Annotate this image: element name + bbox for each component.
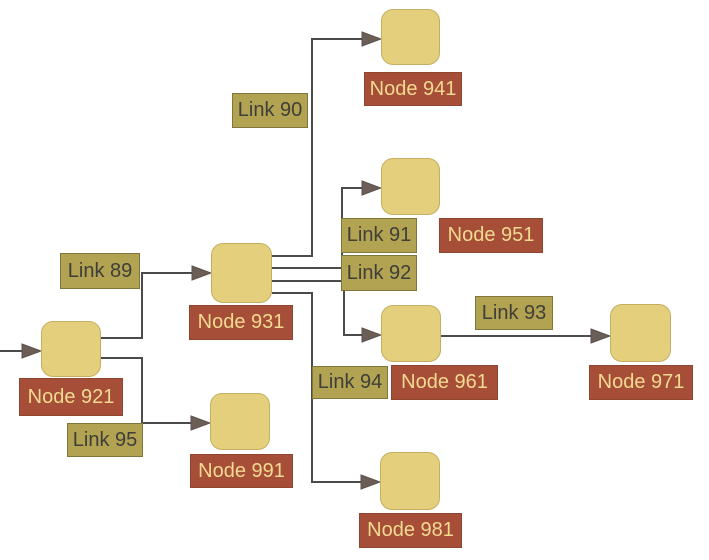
node-981-label[interactable]: Node 981	[359, 513, 462, 548]
node-991-label[interactable]: Node 991	[190, 454, 293, 488]
edge-line-link-95[interactable]	[101, 357, 193, 424]
arrowhead-icon	[191, 265, 213, 281]
link-90-label[interactable]: Link 90	[232, 93, 308, 128]
node-941-label[interactable]: Node 941	[364, 72, 462, 106]
arrowhead-icon	[21, 343, 43, 359]
arrowhead-icon	[190, 415, 212, 431]
node-951[interactable]	[381, 158, 440, 215]
node-981[interactable]	[380, 452, 440, 510]
link-91-label[interactable]: Link 91	[341, 218, 417, 253]
node-961[interactable]	[381, 305, 441, 362]
edge-line-link-92[interactable]	[272, 280, 364, 336]
arrowhead-icon	[361, 327, 383, 343]
node-951-label[interactable]: Node 951	[439, 218, 543, 253]
edge-line-link-89[interactable]	[101, 272, 194, 339]
node-921-label[interactable]: Node 921	[19, 378, 123, 416]
arrowhead-icon	[361, 180, 383, 196]
node-921[interactable]	[41, 321, 101, 377]
node-991[interactable]	[210, 393, 270, 450]
node-971[interactable]	[610, 304, 671, 362]
node-971-label[interactable]: Node 971	[589, 365, 693, 400]
edge-link-89[interactable]	[101, 265, 213, 339]
arrowhead-icon	[360, 474, 382, 490]
edge-link-93[interactable]	[441, 328, 612, 344]
node-941[interactable]	[381, 9, 440, 65]
edge-link-90[interactable]	[272, 31, 383, 257]
node-931-label[interactable]: Node 931	[189, 305, 293, 340]
node-931[interactable]	[211, 243, 272, 303]
edge-line-link-90[interactable]	[272, 38, 364, 257]
edge-link-95[interactable]	[101, 357, 212, 431]
link-94-label[interactable]: Link 94	[312, 366, 388, 399]
link-92-label[interactable]: Link 92	[341, 255, 417, 291]
link-89-label[interactable]: Link 89	[60, 253, 140, 289]
edge-into-node-921[interactable]	[0, 343, 43, 359]
edge-link-92[interactable]	[272, 280, 383, 343]
node-961-label[interactable]: Node 961	[391, 365, 498, 400]
arrowhead-icon	[590, 328, 612, 344]
link-93-label[interactable]: Link 93	[475, 296, 553, 330]
link-95-label[interactable]: Link 95	[67, 423, 143, 457]
arrowhead-icon	[361, 31, 383, 47]
